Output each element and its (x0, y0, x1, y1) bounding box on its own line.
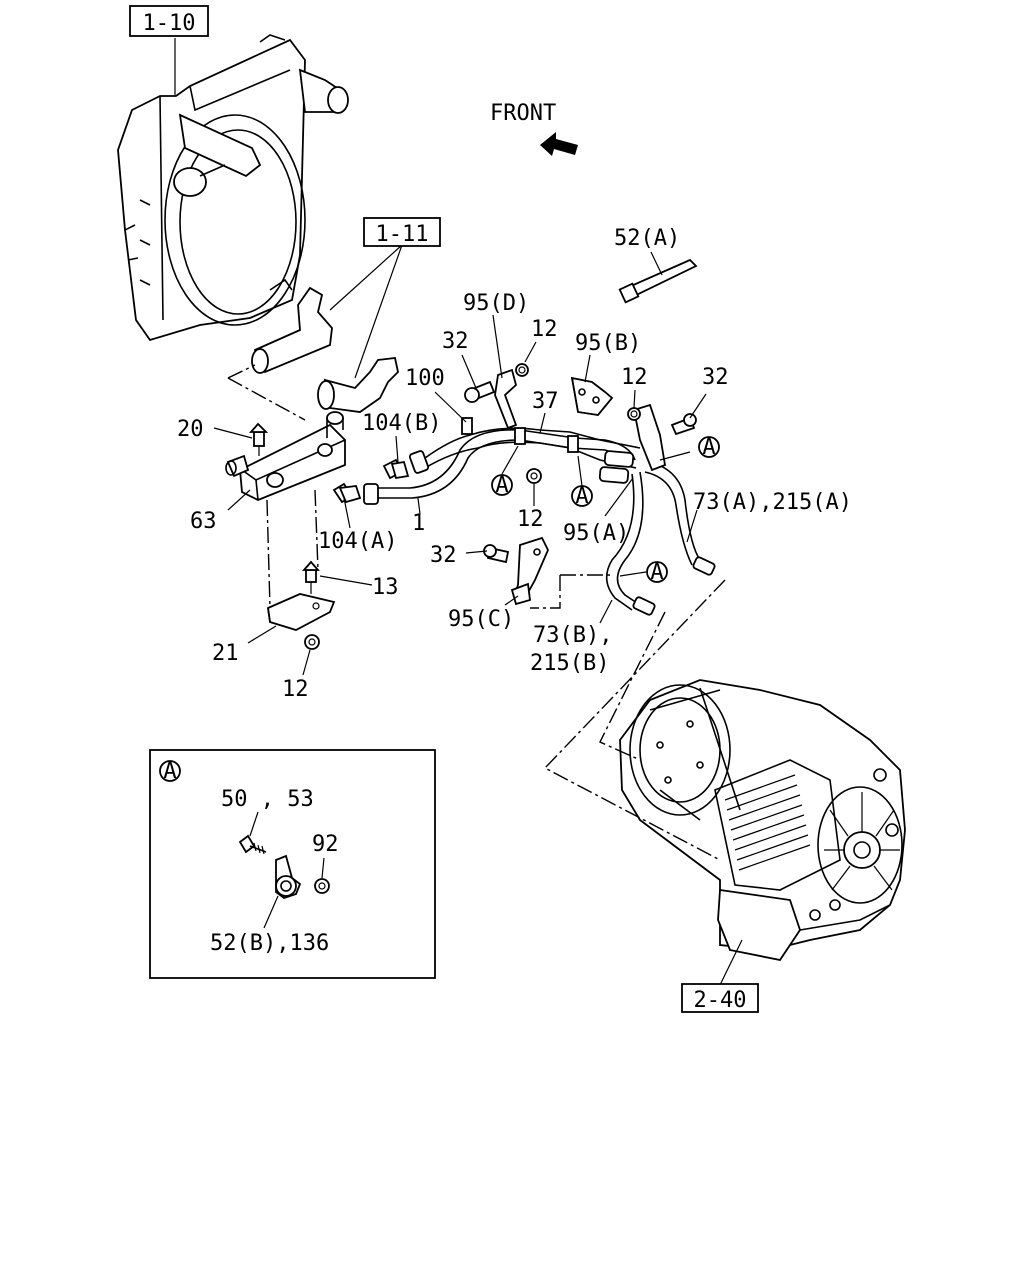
fittings-104 (332, 458, 410, 504)
circle-mark-a-4: A (646, 560, 668, 585)
ref-box-2-40: 2-40 (681, 983, 759, 1013)
callout-37: 37 (532, 389, 559, 414)
oil-cooler (225, 411, 346, 501)
callout-63: 63 (190, 509, 217, 534)
bolt-32-right (670, 413, 697, 436)
alignment-lines (227, 364, 726, 861)
callout-52a: 52(A) (614, 226, 680, 251)
callout-32-lower: 32 (430, 543, 457, 568)
nut-12-upper (515, 363, 529, 377)
callout-32-upper: 32 (442, 329, 469, 354)
bolt-13 (302, 560, 320, 594)
cable-tie-52a (618, 258, 698, 304)
detail-mark: A (163, 759, 176, 784)
callout-12-upper: 12 (531, 317, 558, 342)
bracket-95b (570, 376, 614, 416)
callout-104b: 104(B) (362, 411, 441, 436)
ref-box-1-10: 1-10 (129, 5, 209, 37)
callout-12-right: 12 (621, 365, 648, 390)
ref-label-2-40: 2-40 (694, 988, 747, 1013)
callout-50-53: 50 , 53 (221, 787, 314, 812)
svg-text:A: A (650, 560, 663, 585)
callout-104a: 104(A) (318, 529, 397, 554)
bracket-95d (494, 368, 518, 430)
callout-52b-136: 52(B),136 (210, 931, 329, 956)
detail-a-panel: A 50 , 53 92 52(B),136 (149, 749, 436, 979)
bolt-32-lower (483, 544, 510, 564)
nut-12-lower (304, 634, 320, 650)
circle-mark-a-2: A (491, 473, 513, 498)
callout-1: 1 (412, 511, 425, 536)
bracket-95a (632, 403, 667, 472)
nut-12-right (627, 407, 641, 421)
circle-mark-a-3: A (571, 484, 593, 509)
nut-12-middle (526, 468, 542, 484)
callout-20: 20 (177, 417, 204, 442)
bolt-20 (249, 422, 269, 456)
callout-215b: 215(B) (530, 651, 609, 676)
callout-95c: 95(C) (448, 607, 514, 632)
callout-12-lower: 12 (282, 677, 309, 702)
ref-label-1-10: 1-10 (143, 11, 196, 36)
callout-100: 100 (405, 366, 445, 391)
bracket-95c (510, 536, 549, 606)
callout-95a: 95(A) (563, 521, 629, 546)
front-label: FRONT (490, 101, 556, 126)
ref-box-1-11: 1-11 (363, 217, 441, 247)
callout-32-right: 32 (702, 365, 729, 390)
front-arrow (540, 132, 578, 156)
svg-text:A: A (702, 435, 715, 460)
bracket-21 (267, 593, 336, 631)
callout-95d: 95(D) (463, 291, 529, 316)
cooler-lines (363, 417, 716, 616)
ref-label-1-11: 1-11 (376, 222, 429, 247)
circle-mark-a-1: A (698, 435, 720, 460)
callout-13: 13 (372, 575, 399, 600)
callouts: 52(A) 95(D) 12 32 95(B) 12 32 100 37 104… (177, 226, 852, 702)
callout-73a: 73(A),215(A) (693, 490, 852, 515)
radiator-assembly (117, 34, 349, 342)
callout-95b: 95(B) (575, 331, 641, 356)
radiator-hoses (251, 286, 399, 413)
callout-92: 92 (312, 832, 339, 857)
leader-lines (174, 38, 743, 986)
bolt-32-upper (464, 380, 496, 403)
callout-21: 21 (212, 641, 239, 666)
transmission (619, 679, 906, 962)
svg-text:A: A (575, 484, 588, 509)
callout-73b: 73(B), (533, 623, 612, 648)
callout-12-middle: 12 (517, 507, 544, 532)
svg-text:A: A (495, 473, 508, 498)
